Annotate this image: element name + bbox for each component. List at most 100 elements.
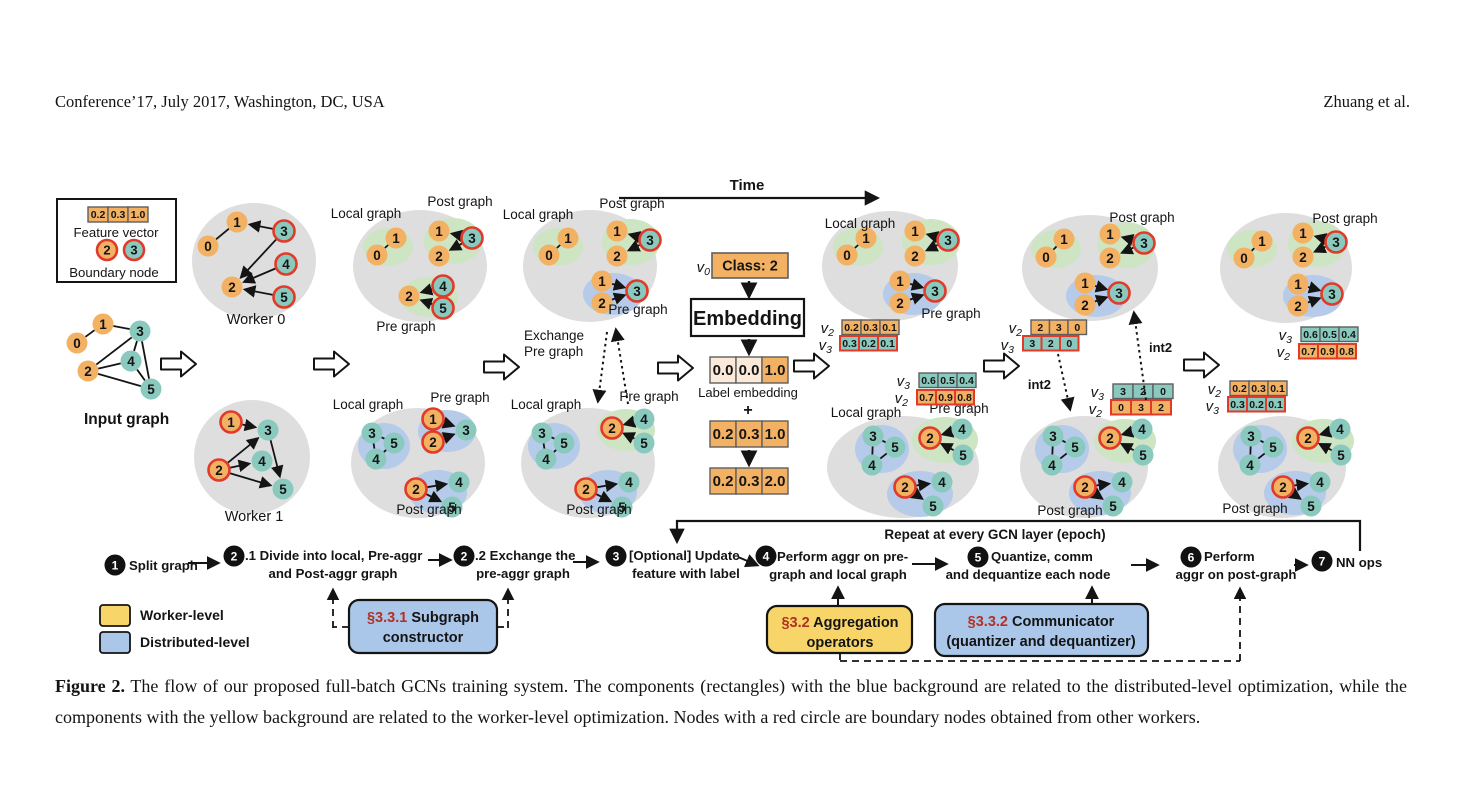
- vector-cell: [1338, 326, 1359, 343]
- graph-node: [951, 418, 973, 440]
- graph-node: [862, 425, 884, 447]
- dotted-comm-arrow: [1128, 310, 1147, 401]
- graph-node-boundary: [1271, 475, 1295, 499]
- vector-cell-value: 2: [1037, 322, 1043, 334]
- aggregation-operators-box-label: §3.2 Aggregation: [781, 615, 898, 631]
- graph-edge: [381, 436, 385, 440]
- stage2-worker1-label: Local graph: [333, 397, 404, 412]
- graph-node-boundary: [1098, 426, 1122, 450]
- graph-node-boundary: [460, 226, 484, 250]
- graph-edge: [84, 329, 96, 338]
- graph-node-label: 1: [1294, 277, 1302, 292]
- graph-edge: [1094, 294, 1109, 307]
- graph-node-label: 2: [1081, 480, 1089, 495]
- vector-cell-value: 0.3: [739, 473, 760, 490]
- graph-node-label: 0: [843, 248, 851, 263]
- graph-node-boundary: [600, 416, 624, 440]
- graph-node: [535, 448, 557, 470]
- graph-node-label: 4: [958, 422, 966, 437]
- vector-cell-value: 0.6: [921, 375, 936, 387]
- vector-cell: [1059, 335, 1080, 352]
- graph-edge: [242, 285, 274, 298]
- graph-node-label: 4: [938, 475, 946, 490]
- graph-edge: [229, 459, 252, 472]
- step-badge: [755, 545, 777, 567]
- graph-node: [606, 245, 628, 267]
- step-label: aggr on post-graph: [1176, 567, 1297, 582]
- graph-node-boundary: [272, 285, 296, 309]
- graph-node-boundary: [1107, 281, 1131, 305]
- step-label: .2 Exchange the: [475, 548, 575, 563]
- graph-edge: [1317, 443, 1333, 455]
- vector-cell-value: 0.2: [713, 426, 734, 443]
- vector-cell-value: 2: [1048, 338, 1054, 350]
- stage3-worker0-label: Post graph: [599, 196, 664, 211]
- graph-node: [1292, 246, 1314, 268]
- graph-edge: [1052, 245, 1058, 251]
- graph-node-label: 1: [227, 415, 235, 430]
- graph-node: [611, 496, 633, 518]
- graph-node: [1239, 454, 1261, 476]
- vector-cell-value: 2.0: [765, 473, 786, 490]
- graph-node-label: 2: [1294, 299, 1302, 314]
- graph-edge: [1061, 439, 1067, 444]
- stage-block-arrow: [483, 353, 520, 381]
- boundary-node-example-label: 2: [103, 243, 110, 258]
- graph-node-label: 1: [99, 317, 107, 332]
- graph-node-label: 1: [429, 412, 437, 427]
- graph-edge: [239, 238, 278, 279]
- graph-node-label: 4: [455, 475, 463, 490]
- vector-label-sub: 2: [1015, 327, 1022, 339]
- graph-node-label: 1: [598, 274, 606, 289]
- graph-edge: [553, 449, 557, 453]
- graph-node-label: 4: [1246, 458, 1254, 473]
- graph-edge: [141, 341, 150, 379]
- graph-node-label: 2: [608, 421, 616, 436]
- graph-edge: [241, 418, 258, 432]
- graph-node: [66, 332, 88, 354]
- graph-node-label: 1: [1299, 226, 1307, 241]
- dotted-comm-arrow: [610, 327, 629, 405]
- vector-label-sub: 2: [827, 327, 834, 339]
- vector-cell-value: 0.7: [919, 392, 934, 404]
- graph-node: [140, 378, 162, 400]
- vector-cell-value: 1.0: [765, 362, 786, 379]
- step-badge: [605, 545, 627, 567]
- graph-node: [633, 432, 655, 454]
- graph-node: [1099, 223, 1121, 245]
- graph-node-label: 3: [1332, 235, 1340, 250]
- graph-node: [1251, 230, 1273, 252]
- vector-label-sub: 2: [1214, 388, 1221, 400]
- vector-cell-value: 1.0: [765, 426, 786, 443]
- vector-cell: [877, 335, 898, 352]
- graph-edge: [542, 443, 546, 449]
- step-badge-number: 4: [763, 549, 770, 563]
- vector-cell-value: 3: [1120, 386, 1126, 398]
- box-label-segment: operators: [807, 635, 874, 651]
- graph-node: [557, 227, 579, 249]
- header-conference: Conference’17, July 2017, Washington, DC…: [55, 92, 385, 111]
- graph-node: [1262, 436, 1284, 458]
- worker-1-caption: Worker 1: [225, 509, 284, 525]
- graph-node-label: 5: [439, 301, 447, 316]
- graph-edge: [909, 292, 925, 305]
- graph-node-boundary: [893, 475, 917, 499]
- graph-node-boundary: [1320, 282, 1344, 306]
- graph-node-label: 5: [560, 436, 568, 451]
- graph-edge: [1120, 425, 1135, 438]
- stage-block-arrow: [657, 354, 694, 382]
- worker-0-caption: Worker 0: [227, 312, 286, 328]
- figure-text: Exchange: [524, 328, 584, 343]
- graph-edge: [854, 244, 859, 249]
- graph-node-label: 2: [435, 249, 443, 264]
- graph-node: [1035, 246, 1057, 268]
- stage6-worker0-label: Post graph: [1109, 210, 1174, 225]
- graph-node: [1330, 444, 1352, 466]
- graph-node-label: 2: [84, 364, 92, 379]
- graph-node: [251, 450, 273, 472]
- vector-cell: [1152, 383, 1174, 400]
- graph-edge: [269, 439, 284, 479]
- step-badge: [104, 554, 126, 576]
- graph-node-label: 2: [429, 435, 437, 450]
- graph-node-label: 1: [1060, 232, 1068, 247]
